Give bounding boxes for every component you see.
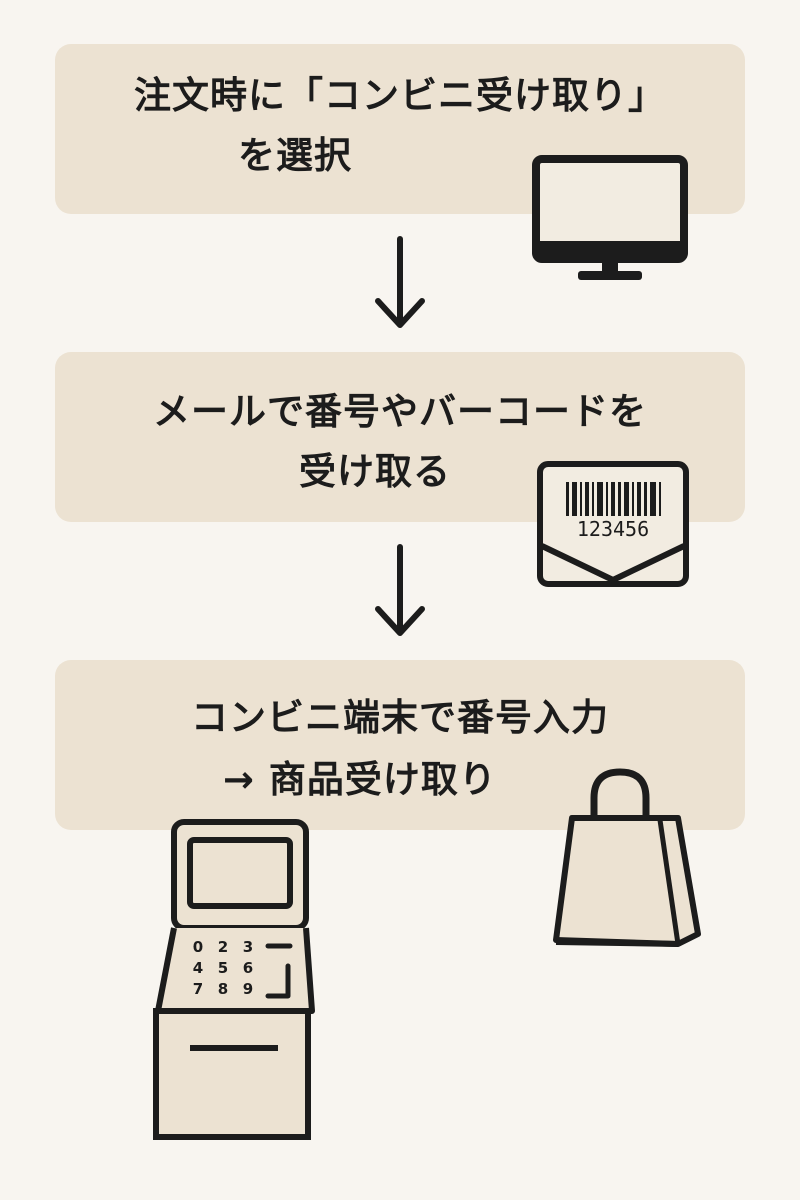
keypad-key: 9 [243,980,253,998]
keypad-key: 4 [193,959,203,977]
step-1-line-2: を選択 [238,134,352,177]
convenience-store-kiosk-icon: 0 2 3 4 5 6 7 8 9 [153,819,315,1140]
monitor-icon [532,155,688,280]
step-3-line-1: コンビニ端末で番号入力 [191,696,609,739]
step-1-line-1: 注文時に「コンビニ受け取り」 [134,74,666,117]
step-2-box: メールで番号やバーコードを 受け取る [55,352,745,522]
step-3-line-2: → 商品受け取り [223,758,497,801]
barcode-number: 123456 [577,517,649,541]
step-2-line-2: 受け取る [299,450,451,493]
keypad-key: 0 [193,938,203,956]
keypad-key: 5 [218,959,228,977]
shopping-bag-icon [553,768,701,947]
keypad-key: 7 [193,980,203,998]
barcode-envelope-icon: 123456 [537,461,689,587]
keypad-key: 6 [243,959,253,977]
keypad-key: 3 [243,938,253,956]
step-1-box: 注文時に「コンビニ受け取り」 を選択 [55,44,745,214]
step-2-line-1: メールで番号やバーコードを [153,390,647,433]
arrow-down-icon [375,544,425,636]
arrow-down-icon [375,236,425,328]
keypad-key: 2 [218,938,228,956]
keypad-key: 8 [218,980,228,998]
step-3-box: コンビニ端末で番号入力 → 商品受け取り [55,660,745,830]
